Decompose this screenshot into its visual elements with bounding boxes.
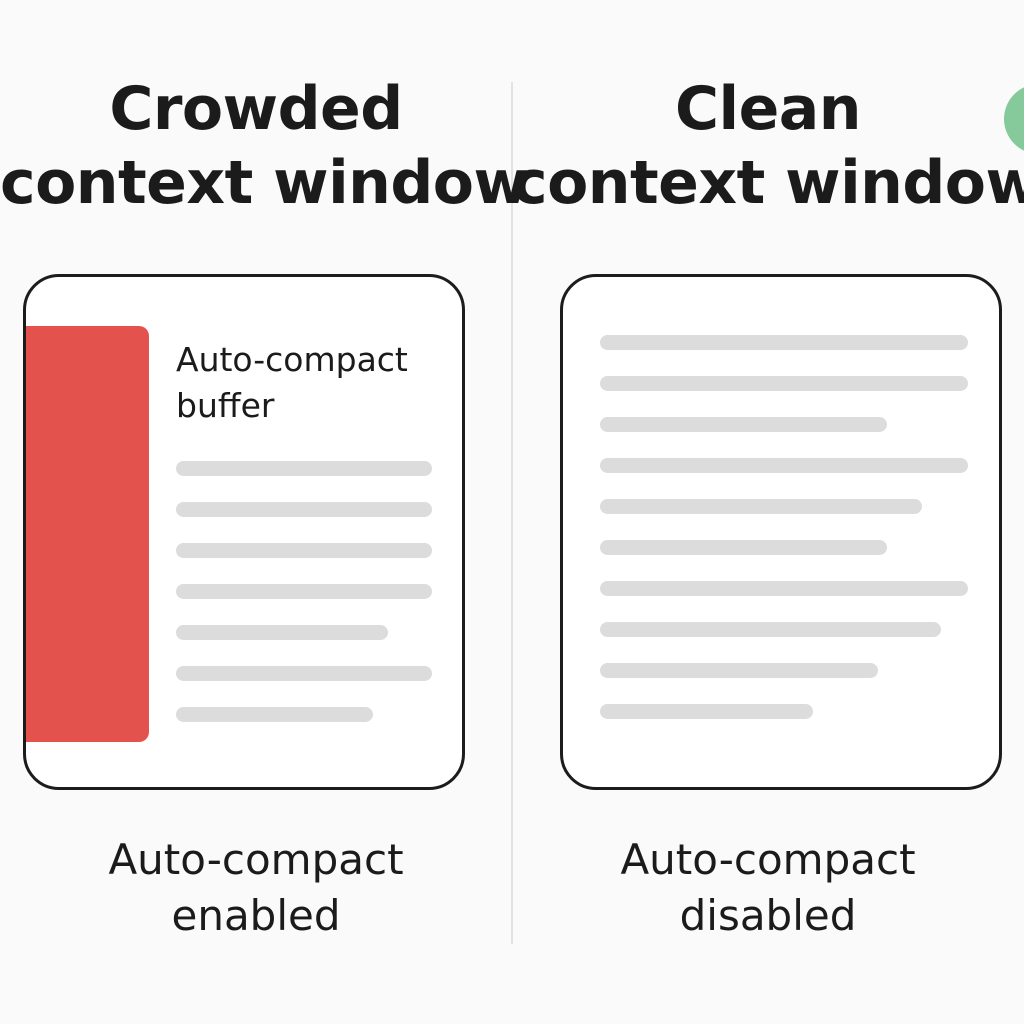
text-placeholder-line [600,540,887,555]
right-caption-line2: disabled [679,891,857,940]
left-panel: Crowded context window Auto-compact buff… [0,72,529,944]
clean-context-window [560,274,1002,790]
auto-compact-buffer-block [26,326,149,742]
right-caption: Auto-compact disabled [512,832,1024,944]
text-placeholder-line [176,707,373,722]
right-title-line2: context window [512,148,1024,218]
right-title: Clean context window [512,72,1024,220]
text-placeholder-line [600,622,941,637]
buffer-label-line1: Auto-compact [176,340,408,379]
green-status-circle [1004,84,1024,154]
text-placeholder-line [600,335,968,350]
text-placeholder-line [176,543,432,558]
right-caption-line1: Auto-compact [620,835,916,884]
left-title: Crowded context window [0,72,529,220]
right-title-line1: Clean [675,74,862,144]
text-placeholder-line [600,499,922,514]
crowded-context-window: Auto-compact buffer [23,274,465,790]
text-placeholder-line [176,584,432,599]
text-placeholder-line [176,502,432,517]
left-caption-line1: Auto-compact [108,835,404,884]
text-placeholder-line [600,581,968,596]
text-placeholder-line [176,625,388,640]
text-placeholder-line [600,417,887,432]
buffer-label: Auto-compact buffer [176,337,408,429]
panel-divider [511,82,513,944]
left-caption-line2: enabled [171,891,341,940]
right-panel: Clean context window Auto-compact disabl… [512,0,1024,1024]
left-title-line1: Crowded [109,74,403,144]
left-title-line2: context window [0,148,529,218]
text-placeholder-line [600,376,968,391]
text-placeholder-line [600,704,813,719]
text-placeholder-line [600,663,878,678]
text-placeholder-line [600,458,968,473]
left-caption: Auto-compact enabled [0,832,512,944]
buffer-label-line2: buffer [176,386,275,425]
text-placeholder-line [176,461,432,476]
text-placeholder-line [176,666,432,681]
